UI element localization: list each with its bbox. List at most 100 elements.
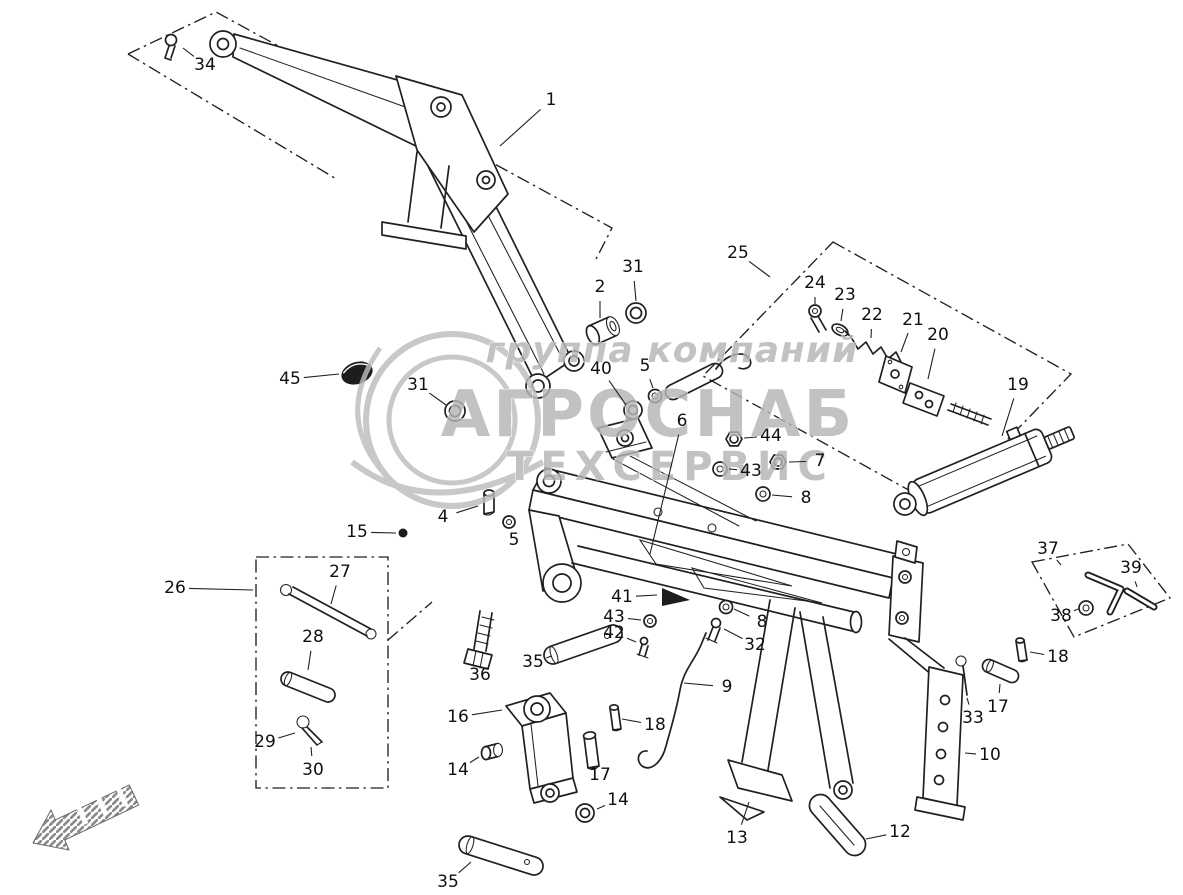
callout-8: 8: [757, 612, 768, 632]
callout-35: 35: [522, 652, 544, 672]
callout-13: 13: [726, 828, 748, 848]
leader-line-32: [723, 628, 743, 640]
callout-28: 28: [302, 627, 324, 647]
part-34-bolt: [164, 33, 178, 61]
callout-26: 26: [164, 578, 186, 598]
leader-line-23: [840, 308, 844, 322]
callout-20: 20: [927, 325, 949, 345]
leader-line-28: [307, 650, 312, 671]
leader-line-10: [964, 752, 977, 755]
leader-line-5: [649, 379, 654, 389]
leader-line-31: [429, 392, 447, 406]
part-9-hook-rod: [637, 632, 707, 769]
callout-29: 29: [254, 732, 276, 752]
part-43-washer-right: [712, 461, 728, 477]
callout-2: 2: [595, 277, 606, 297]
callout-25: 25: [727, 243, 749, 263]
group-26-boundary: [255, 556, 433, 789]
callout-4: 4: [438, 507, 449, 527]
leader-line-18: [621, 718, 642, 724]
leader-line-35: [546, 655, 553, 659]
leader-line-43: [728, 468, 738, 471]
leader-line-38: [1073, 608, 1079, 612]
callout-9: 9: [722, 677, 733, 697]
callout-31: 31: [407, 375, 429, 395]
part-36-bolt: [463, 610, 495, 670]
watermark-line-2: АГРОСНАБ: [441, 378, 855, 452]
callout-14: 14: [447, 760, 469, 780]
callout-5: 5: [509, 530, 520, 550]
part-7-nut: [769, 454, 787, 470]
part-32-fitting: [705, 617, 722, 644]
callout-45: 45: [279, 369, 301, 389]
leader-line-30: [310, 746, 313, 757]
callout-18: 18: [1047, 647, 1069, 667]
leader-line-37: [1056, 559, 1062, 566]
leader-line-9: [683, 682, 714, 687]
leader-line-39: [1134, 581, 1138, 588]
leader-line-29: [278, 732, 296, 739]
leader-line-13: [740, 801, 750, 825]
callout-17: 17: [987, 697, 1009, 717]
main-frame: [528, 417, 945, 800]
part-27-rod: [279, 583, 377, 640]
pin-with-handle: [664, 353, 752, 401]
callout-23: 23: [834, 285, 856, 305]
callout-7: 7: [815, 451, 826, 471]
leader-line-20: [927, 348, 936, 380]
leader-line-18: [1029, 651, 1045, 656]
part-17-pin-center: [582, 731, 600, 771]
part-14-plug: [480, 742, 504, 761]
leader-line-27: [330, 585, 337, 605]
part-38-ring: [1078, 600, 1094, 616]
callout-18: 18: [644, 715, 666, 735]
callout-14: 14: [607, 790, 629, 810]
callout-16: 16: [447, 707, 469, 727]
part-2-bushing: [585, 316, 620, 346]
leader-line-17: [998, 683, 1001, 694]
watermark-line-1: группа компаний: [486, 330, 859, 371]
part-35-pin-lower: [458, 835, 544, 876]
part-28-pin: [280, 671, 336, 703]
part-31-ring-left: [444, 400, 466, 422]
callout-33: 33: [962, 708, 984, 728]
leader-line-16: [471, 709, 503, 716]
part-8-washer-right: [755, 486, 771, 502]
part-12-pin: [808, 793, 867, 857]
leader-line-33: [966, 697, 970, 705]
part-42-grease-fitting: [636, 636, 649, 659]
callout-12: 12: [889, 822, 911, 842]
leader-line-43: [627, 617, 642, 621]
leader-line-14: [469, 756, 480, 764]
callout-31: 31: [622, 257, 644, 277]
leader-line-8: [733, 608, 750, 617]
callout-17: 17: [589, 765, 611, 785]
part-19-hydraulic-cylinder: [893, 426, 1076, 517]
part-17-pin-right: [981, 658, 1020, 684]
direction-arrow-icon: [32, 782, 140, 851]
part-13-foot: [719, 759, 793, 821]
callout-43: 43: [603, 607, 625, 627]
callout-40: 40: [590, 359, 612, 379]
leader-line-6: [649, 434, 680, 555]
part-20-block: [902, 382, 945, 417]
part-18-pin-center: [608, 704, 622, 732]
leader-line-8: [771, 494, 793, 498]
part-41-wedge: [662, 588, 690, 606]
leader-line-1: [499, 108, 541, 147]
part-5-washer-upper: [647, 388, 663, 404]
callout-34: 34: [194, 55, 216, 75]
part-5-washer-left: [502, 515, 516, 529]
callout-32: 32: [744, 635, 766, 655]
callout-24: 24: [804, 273, 826, 293]
callout-5: 5: [640, 356, 651, 376]
part-14-ring: [575, 803, 595, 823]
threaded-stud: [947, 402, 992, 426]
part-15-grease-point: [398, 528, 408, 538]
callout-44: 44: [760, 426, 782, 446]
part-33-linch-pin: [955, 655, 968, 696]
leader-line-4: [456, 505, 479, 514]
callout-6: 6: [677, 411, 688, 431]
leader-line-19: [1001, 398, 1015, 437]
part-22-spring: [844, 330, 909, 372]
